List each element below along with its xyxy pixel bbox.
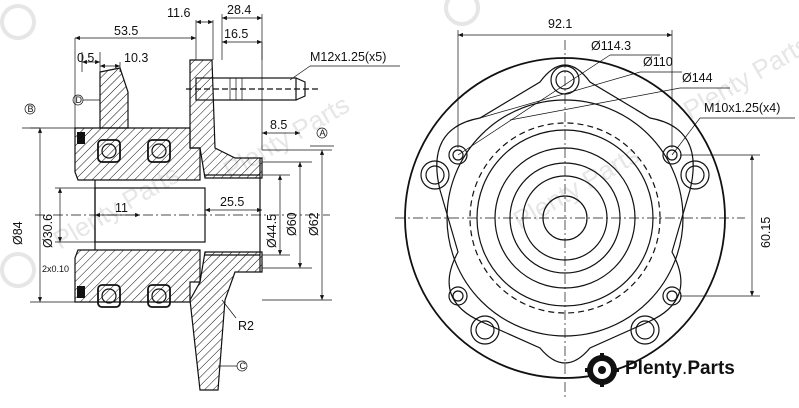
dim-60-15: 60.15 <box>759 217 773 248</box>
watermark-logo-2 <box>444 0 480 26</box>
dim-110: Ø110 <box>643 55 673 69</box>
bearing-ball <box>147 139 171 163</box>
datum-b: B <box>22 103 40 129</box>
datum-d-label: D <box>76 95 83 105</box>
bearing-lower-row <box>97 284 171 308</box>
datum-c-label: C <box>240 361 247 371</box>
hub-flange-lower <box>189 251 263 391</box>
dim-92-1: 92.1 <box>548 17 572 31</box>
watermark-text-3: Plenty Parts <box>508 139 644 235</box>
dim-8-5: 8.5 <box>270 118 287 132</box>
housing-lower <box>74 249 201 303</box>
wheel-stud <box>186 77 320 101</box>
dim-10-3: 10.3 <box>124 51 148 65</box>
dim-84: Ø84 <box>11 221 25 245</box>
hub-ring-3 <box>509 162 621 274</box>
bearing-upper-row <box>97 139 171 163</box>
dim-11-6: 11.6 <box>167 6 190 20</box>
watermark-logo-3 <box>0 252 36 288</box>
stud-holes <box>420 65 710 345</box>
hub-ring-1 <box>476 129 654 307</box>
front-view: 92.1 Ø114.3 Ø110 Ø144 M10x1.25(x4) 60.15 <box>395 17 795 400</box>
dim-62: Ø62 <box>307 212 321 236</box>
datum-d: D <box>72 94 100 106</box>
bearing-ball-core <box>101 143 117 159</box>
dim-0-5: 0.5 <box>77 51 94 65</box>
watermark-logo-1 <box>0 4 36 40</box>
brand-separator: . <box>682 358 688 379</box>
stud-flange-lobes <box>436 64 694 364</box>
dim-144: Ø144 <box>682 71 713 85</box>
dim-r2: R2 <box>238 319 254 333</box>
dim-chamfer: 2x0.10 <box>42 264 69 274</box>
brand-name: Plenty.Parts <box>625 358 735 380</box>
dim-11: 11 <box>115 201 128 215</box>
brand-name-main: Plenty <box>625 358 683 379</box>
bearing-ball <box>97 139 121 163</box>
bolt-thread-label: M10x1.25(x4) <box>704 101 780 115</box>
bearing-ball <box>97 284 121 308</box>
bearing-ball <box>147 284 171 308</box>
section-view: B D A C 11.6 28.4 53.5 16.5 0.5 10.3 8.5… <box>11 3 400 391</box>
housing-upper <box>74 127 201 181</box>
seal-lower <box>77 286 85 298</box>
bolt-circle <box>469 122 661 314</box>
bearing-ball-core <box>101 288 117 304</box>
datum-c: C <box>218 360 248 372</box>
dim-114-3: Ø114.3 <box>591 39 631 53</box>
outer-disc <box>404 57 726 379</box>
hub-ring-2 <box>494 147 636 289</box>
datum-a: A <box>310 127 334 147</box>
brand-gear-icon <box>585 353 619 387</box>
front-leaders <box>457 30 795 297</box>
side-dimensions <box>30 14 400 319</box>
dim-53-5: 53.5 <box>114 24 138 38</box>
dim-44-5: Ø44.5 <box>265 214 279 248</box>
bolt-holes <box>448 145 682 306</box>
datum-a-label: A <box>320 128 326 138</box>
flange-outer <box>446 99 684 337</box>
datum-b-label: B <box>28 104 34 114</box>
mounting-lug <box>99 67 129 129</box>
brand-logo[interactable]: Plenty.Parts <box>585 353 785 387</box>
dim-60: Ø60 <box>285 212 299 236</box>
brand-name-suffix: Parts <box>687 358 735 379</box>
hub-bore-ring <box>542 195 588 241</box>
dim-16-5: 16.5 <box>224 27 248 41</box>
dim-28-4: 28.4 <box>227 3 251 17</box>
seal-upper <box>77 132 85 144</box>
dim-25-5: 25.5 <box>220 195 244 209</box>
dim-30-6: Ø30.6 <box>41 214 55 248</box>
bearing-ball-core <box>151 288 167 304</box>
bearing-ball-core <box>151 143 167 159</box>
stud-thread-label: M12x1.25(x5) <box>310 50 386 64</box>
hub-ring-4 <box>522 175 608 261</box>
